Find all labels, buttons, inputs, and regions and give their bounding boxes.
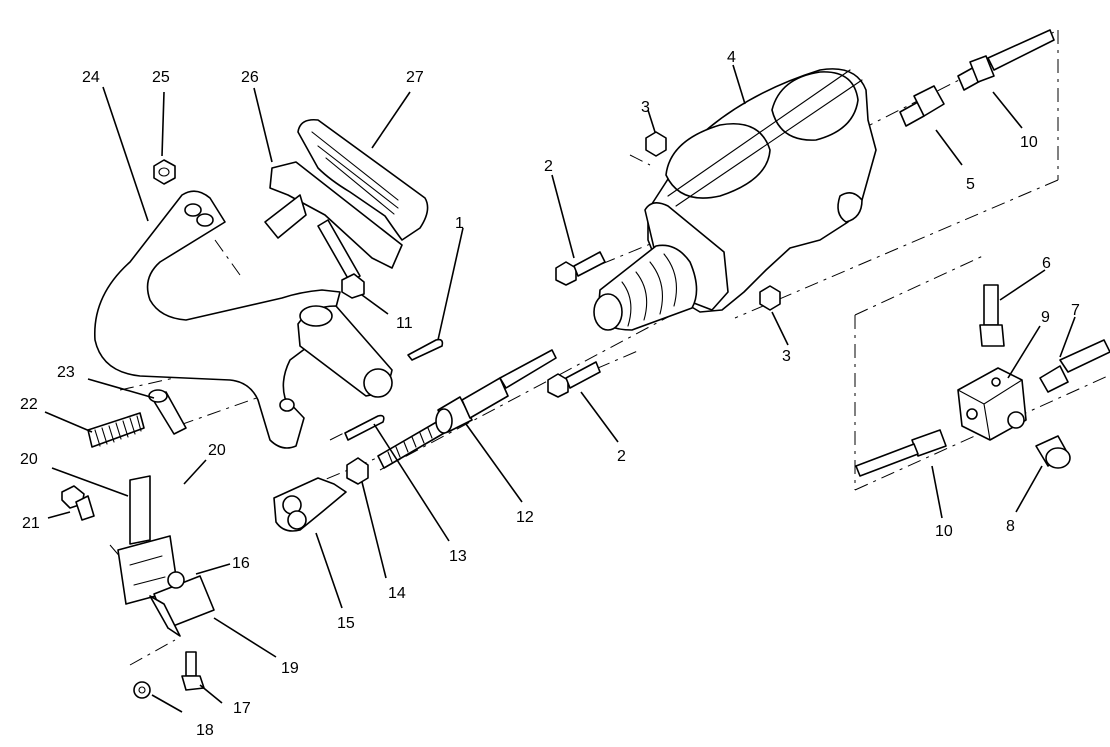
- callout-18: 18: [196, 722, 214, 739]
- callout-12: 12: [516, 509, 534, 526]
- switch-bracket: [117, 475, 215, 637]
- callout-19: 19: [281, 660, 299, 677]
- callout-2: 2: [617, 448, 626, 465]
- callout-20: 20: [208, 442, 226, 459]
- callout-1: 1: [455, 215, 464, 232]
- tee-block: [957, 367, 1027, 441]
- clevis-15: [273, 477, 347, 532]
- nut-3-upper: [645, 131, 667, 157]
- bolt-2-upper: [555, 251, 606, 286]
- callout-3: 3: [641, 99, 650, 116]
- callout-10: 10: [1020, 134, 1038, 151]
- brake-line-6: [979, 284, 1005, 347]
- callout-26: 26: [241, 69, 259, 86]
- master-cylinder-boot: [593, 244, 698, 331]
- nut-25: [153, 159, 176, 185]
- pushrod-12: [377, 349, 557, 469]
- callout-3: 3: [782, 348, 791, 365]
- callout-8: 8: [1006, 518, 1015, 535]
- bolt-2-lower: [547, 361, 601, 398]
- callout-7: 7: [1071, 302, 1080, 319]
- brake-line-upper: [957, 29, 1055, 91]
- screw-17: [181, 651, 205, 691]
- jam-nut-14: [346, 457, 369, 485]
- pedal-bracket: [264, 161, 403, 269]
- callout-11: 11: [396, 315, 413, 332]
- callout-24: 24: [82, 69, 100, 86]
- callout-22: 22: [20, 396, 38, 413]
- lockwasher-18: [133, 681, 151, 699]
- cotter-pin-13: [344, 414, 385, 441]
- callout-21: 21: [22, 515, 40, 532]
- clevis-pin-23: [148, 389, 187, 435]
- bolt-11: [317, 219, 365, 299]
- callout-20: 20: [20, 451, 38, 468]
- plug-8: [1035, 435, 1071, 469]
- callout-10: 10: [935, 523, 953, 540]
- callout-23: 23: [57, 364, 75, 381]
- callout-4: 4: [727, 49, 736, 66]
- callout-2: 2: [544, 158, 553, 175]
- fitting-5: [899, 85, 945, 127]
- callout-17: 17: [233, 700, 251, 717]
- pedal-pad: [297, 118, 429, 241]
- callout-15: 15: [337, 615, 355, 632]
- callout-27: 27: [406, 69, 424, 86]
- callout-25: 25: [152, 69, 170, 86]
- callout-9: 9: [1041, 309, 1050, 326]
- return-spring: [87, 412, 145, 448]
- brake-line-lower: [855, 429, 947, 477]
- callout-labels: 1 2 2 3 3 4 5 6 7 8 9 10 10 11 12 13 14 …: [20, 49, 1080, 739]
- callout-6: 6: [1042, 255, 1051, 272]
- cotter-pin-1: [407, 338, 444, 361]
- brake-line-7: [1039, 339, 1110, 393]
- leader-lines: [44, 64, 1076, 713]
- callout-5: 5: [966, 176, 975, 193]
- bolt-21: [61, 485, 95, 521]
- nut-3-lower: [759, 285, 781, 311]
- callout-13: 13: [449, 548, 467, 565]
- pedal-arm: [94, 190, 393, 449]
- callout-14: 14: [388, 585, 406, 602]
- callout-16: 16: [232, 555, 250, 572]
